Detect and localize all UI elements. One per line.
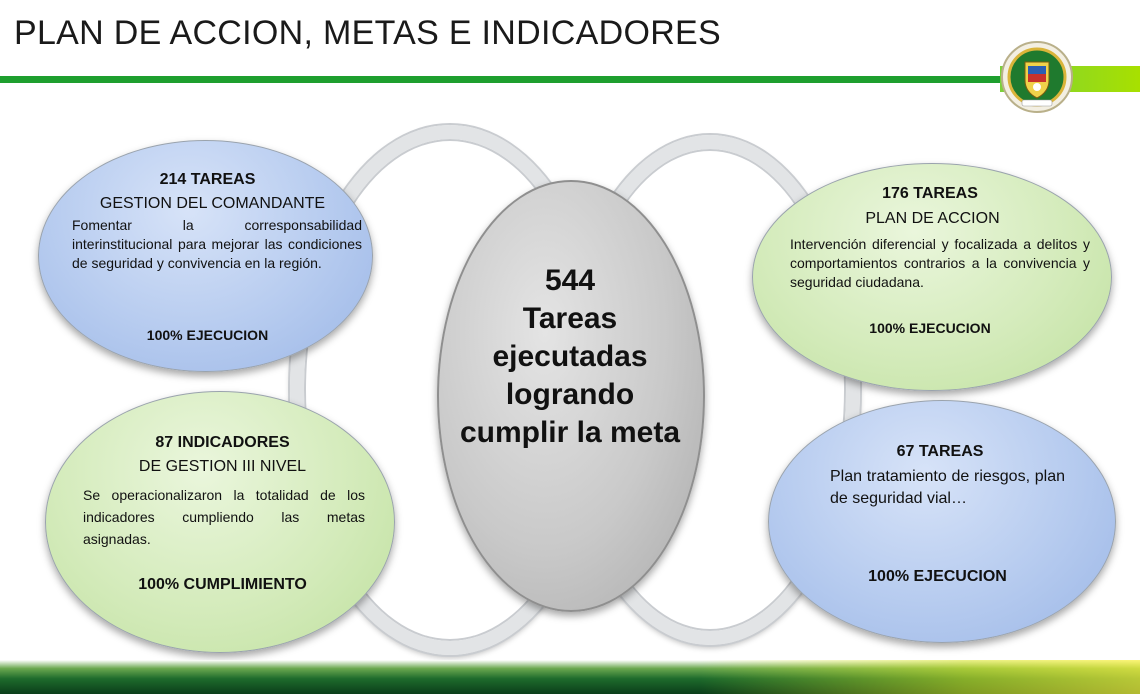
- center-caption: Tareas ejecutadas logrando cumplir la me…: [459, 302, 681, 449]
- bottom-left-heading: 87 INDICADORES: [155, 434, 290, 451]
- top-left-footer: 100% EJECUCION: [146, 327, 269, 343]
- top-left-heading: 214 TAREAS: [159, 171, 256, 188]
- top-right-body: Intervención diferencial y focalizada a …: [790, 236, 1090, 290]
- bottom-right-heading: 67 TAREAS: [896, 443, 984, 460]
- police-emblem-icon: [1001, 41, 1073, 113]
- bottom-right-body: Plan tratamiento de riesgos, plan de seg…: [830, 468, 1065, 507]
- top-right-heading: 176 TAREAS: [882, 185, 978, 202]
- ellipse-top-right: [752, 163, 1112, 391]
- ellipse-top-left: [38, 140, 373, 372]
- center-text: 544 Tareas ejecutadas logrando cumplir l…: [455, 262, 685, 452]
- ellipse-bottom-left: [45, 391, 395, 653]
- top-right-subheading: PLAN DE ACCION: [865, 210, 1000, 227]
- title-underline: [0, 76, 1000, 83]
- bottom-left-subheading: DE GESTION III NIVEL: [138, 458, 307, 475]
- top-right-footer: 100% EJECUCION: [869, 320, 991, 336]
- footer-bar-highlight: [700, 660, 1140, 694]
- slide-title: PLAN DE ACCION, METAS E INDICADORES: [14, 14, 722, 52]
- top-left-body: Fomentar la corresponsabilidad interinst…: [72, 217, 362, 271]
- top-left-subheading: GESTION DEL COMANDANTE: [99, 195, 326, 212]
- bottom-right-footer: 100% EJECUCION: [868, 568, 1007, 585]
- center-number: 544: [544, 264, 596, 297]
- bottom-left-footer: 100% CUMPLIMIENTO: [138, 576, 307, 593]
- bottom-left-body: Se operacionalizaron la totalidad de los…: [83, 487, 365, 547]
- ellipse-center: [437, 180, 705, 612]
- ellipse-bottom-right: [768, 400, 1116, 643]
